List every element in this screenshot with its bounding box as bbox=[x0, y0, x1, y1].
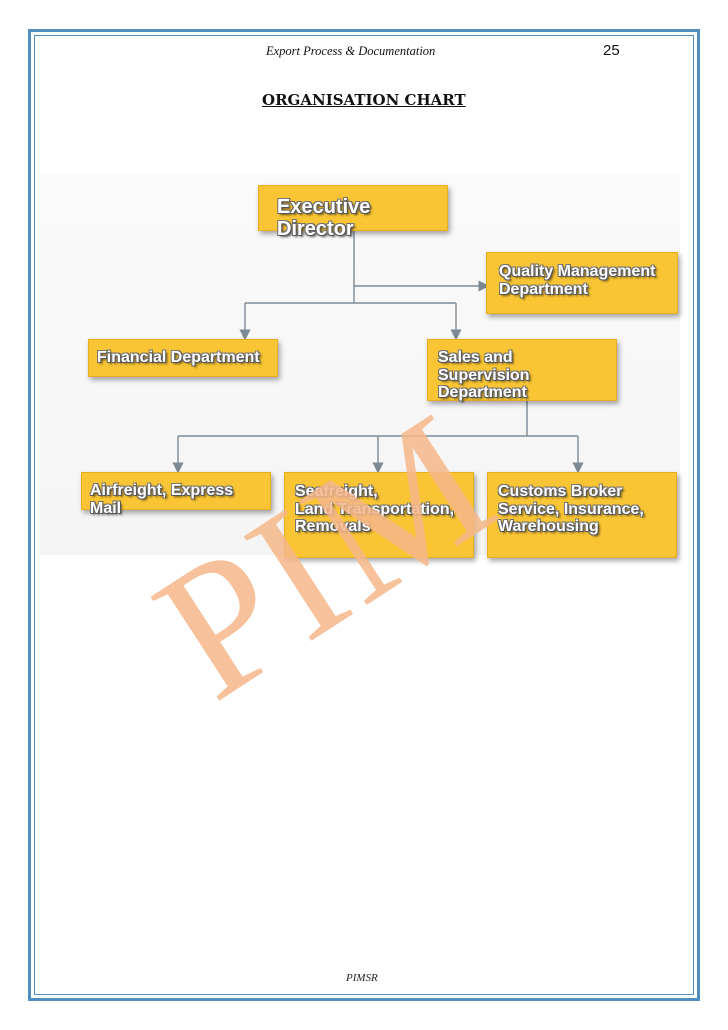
org-box-sales-supervision: Sales and Supervision Department bbox=[427, 339, 617, 401]
org-box-customs-broker: Customs Broker Service, Insurance, Wareh… bbox=[487, 472, 677, 558]
org-box-airfreight: Airfreight, Express Mail bbox=[81, 472, 271, 517]
footer-text: PIMSR bbox=[346, 972, 378, 984]
org-box-financial-department: Financial Department bbox=[88, 339, 278, 377]
section-heading: ORGANISATION CHART bbox=[262, 91, 466, 109]
page-number: 25 bbox=[603, 42, 620, 59]
header-title: Export Process & Documentation bbox=[266, 44, 436, 58]
page-border-outer bbox=[28, 29, 700, 1001]
org-box-executive-director: Executive Director bbox=[258, 185, 448, 240]
org-box-quality-management: Quality Management Department bbox=[486, 252, 678, 314]
org-box-seafreight: Seafreight, Land Transportation, Removal… bbox=[284, 472, 474, 558]
page-border-inner bbox=[34, 35, 694, 995]
